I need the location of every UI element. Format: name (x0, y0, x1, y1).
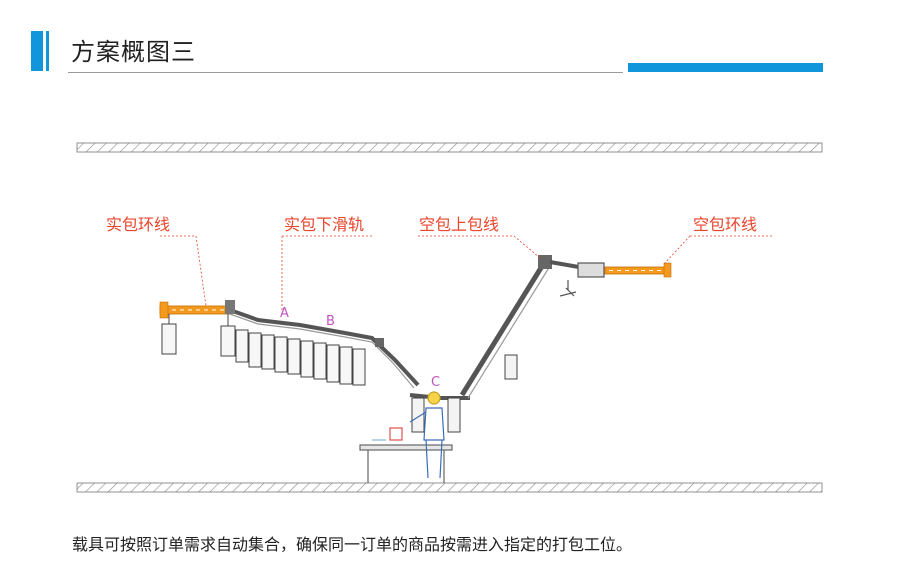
title-accent-bar-thin (46, 31, 49, 71)
label-full-bag-loop: 实包环线 (106, 215, 170, 234)
label-empty-bag-loop: 空包环线 (693, 215, 757, 234)
label-empty-bag-up-line: 空包上包线 (419, 215, 499, 234)
title-underline (68, 72, 623, 73)
full-bag-loop-rail (159, 301, 231, 319)
diagram-caption: 载具可按照订单需求自动集合，确保同一订单的商品按需进入指定的打包工位。 (72, 535, 633, 554)
title-accent-bar (31, 31, 43, 71)
hanging-bags-full (161, 314, 366, 386)
page-title: 方案概图三 (71, 38, 196, 66)
empty-bag-loop-rail (604, 262, 672, 278)
packing-workstation (359, 427, 453, 483)
ceiling-slab (76, 142, 823, 153)
full-bag-down-rail (225, 300, 420, 389)
callout-leaders (160, 235, 772, 312)
empty-bag-up-line (459, 255, 597, 399)
point-c-label: C (431, 375, 440, 390)
operator-figure (409, 391, 445, 479)
drive-unit (559, 262, 605, 297)
floor-slab (76, 482, 823, 493)
point-a-label: A (280, 306, 289, 321)
label-full-bag-down-rail: 实包下滑轨 (284, 215, 364, 234)
title-underline-accent (628, 63, 823, 72)
point-b-label: B (326, 314, 335, 329)
